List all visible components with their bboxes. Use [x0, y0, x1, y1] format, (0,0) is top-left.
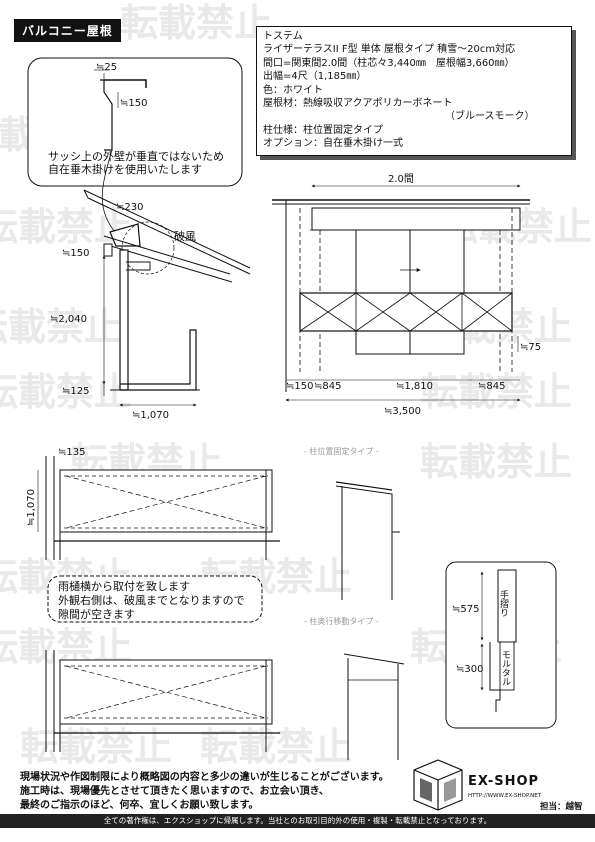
front-elevation-view: 2.0間 ≒75 ≒150 ≒845 ≒1,810 ≒845 ≒3,500: [272, 173, 541, 417]
dim-1810: ≒1,810: [396, 381, 433, 392]
plan-note-line2: 外観右側は、破風までとなりますので: [58, 593, 245, 607]
copyright-footer: 全ての著作権は、エクスショップに帰属します。当社とのお取引目的外の使用・複製・転…: [0, 814, 595, 828]
label-handrail: 手摺り: [498, 589, 509, 617]
spec-depth: 出幅=4尺（1,185㎜）: [263, 71, 367, 83]
dim-150-front: ≒150: [286, 381, 313, 392]
plan-view-fixed: ≒135 ≒1,070 雨樋横から取付を致します 外観右側は、破風までとなります…: [26, 447, 280, 623]
cross-sections: - 柱位置固定タイプ - - 柱奥行移動タイプ -: [304, 446, 405, 760]
dim-845-left: ≒845: [314, 381, 341, 392]
spec-roof-material: 屋根材：熱線吸収アクアポリカーボネート: [263, 98, 453, 110]
spec-post: 柱仕様：柱位置固定タイプ: [263, 124, 383, 136]
plan-view-moving: [45, 650, 280, 752]
rafter-note-line2: 自在垂木掛けを使用いたします: [48, 162, 202, 176]
spec-color: 色：ホワイト: [263, 84, 323, 96]
dim-25: ≒25: [96, 62, 117, 73]
watermark-text: 転載禁止: [0, 205, 132, 249]
ex-shop-logo-icon: [413, 759, 463, 811]
watermark-text: 転載禁止: [0, 305, 122, 349]
dim-1070-plan: ≒1,070: [26, 489, 37, 526]
dim-1070-side: ≒1,070: [132, 410, 169, 421]
dim-125: ≒125: [62, 386, 89, 397]
plan-note-line1: 雨樋横から取付を致します: [58, 579, 190, 593]
spec-roof-material-color: （ブルースモーク）: [445, 111, 535, 123]
label-mortar: モルタル: [500, 650, 511, 686]
watermark-text: 転載禁止: [420, 370, 572, 414]
footnotes: 現場状況や作図制限により概略図の内容と多少の違いが生じることがございます。 施工…: [20, 771, 389, 813]
dim-300: ≒300: [456, 664, 483, 675]
label-fixed-type: - 柱位置固定タイプ -: [304, 446, 379, 456]
note-line2: 施工時は、現場優先とさせて頂きたく思いますので、お立会い頂き、: [20, 786, 329, 797]
dim-150-side: ≒150: [62, 248, 89, 259]
dim-2ken: 2.0間: [388, 173, 414, 185]
dim-2040: ≒2,040: [50, 314, 87, 325]
watermark-text: 転載禁止: [420, 440, 572, 484]
handrail-detail: ≒575 ≒300 手摺り モルタル: [445, 561, 557, 729]
page-title-tag: バルコニー屋根: [14, 19, 121, 42]
rafter-note-line1: サッシ上の外壁が垂直ではないため: [48, 149, 224, 163]
brand-name: EX-SHOP: [468, 774, 540, 789]
dim-845-right: ≒845: [478, 381, 505, 392]
plan-note-line3: 隙間が空きます: [58, 607, 135, 621]
rafter-hanger-detail: ≒25 ≒150 サッシ上の外壁が垂直ではないため 自在垂木掛けを使用いたします: [27, 57, 243, 237]
dim-575: ≒575: [452, 604, 479, 615]
label-moving-type: - 柱奥行移動タイプ -: [304, 616, 379, 626]
brand-url: HTTP://WWW.EX-SHOP.NET: [468, 793, 542, 799]
dim-3500: ≒3,500: [384, 406, 421, 417]
dim-150: ≒150: [120, 98, 147, 109]
dim-75: ≒75: [520, 342, 541, 353]
note-line1: 現場状況や作図制限により概略図の内容と多少の違いが生じることがございます。: [20, 772, 389, 783]
dim-230: ≒230: [116, 202, 143, 213]
watermark-text: 転載禁止: [0, 370, 132, 414]
dim-135: ≒135: [58, 447, 85, 458]
spec-maker: トステム: [263, 31, 303, 42]
label-hafu: 破風: [174, 229, 196, 243]
watermark-text: 転載禁止: [20, 725, 172, 769]
spec-frontage: 間口=関東間2.0間（柱芯々3,440㎜ 屋根幅3,660㎜）: [263, 57, 515, 69]
note-line3: 最終のご指示のほど、何卒、宜しくお願い致します。: [20, 800, 259, 811]
spec-box: トステム ライザーテラスII F型 単体 屋根タイプ 積雪〜20cm対応 間口=…: [256, 26, 572, 156]
staff-name: 担当：越智: [540, 802, 583, 812]
side-section-view: ≒230 破風 ≒150 ≒2,040 ≒125 ≒1,070: [50, 189, 251, 421]
watermark-text: 転載禁止: [200, 725, 352, 769]
watermark-text: 転載禁止: [120, 1, 272, 45]
spec-product: ライザーテラスII F型 単体 屋根タイプ 積雪〜20cm対応: [263, 44, 516, 56]
spec-option: オプション：自在垂木掛け一式: [263, 138, 403, 150]
